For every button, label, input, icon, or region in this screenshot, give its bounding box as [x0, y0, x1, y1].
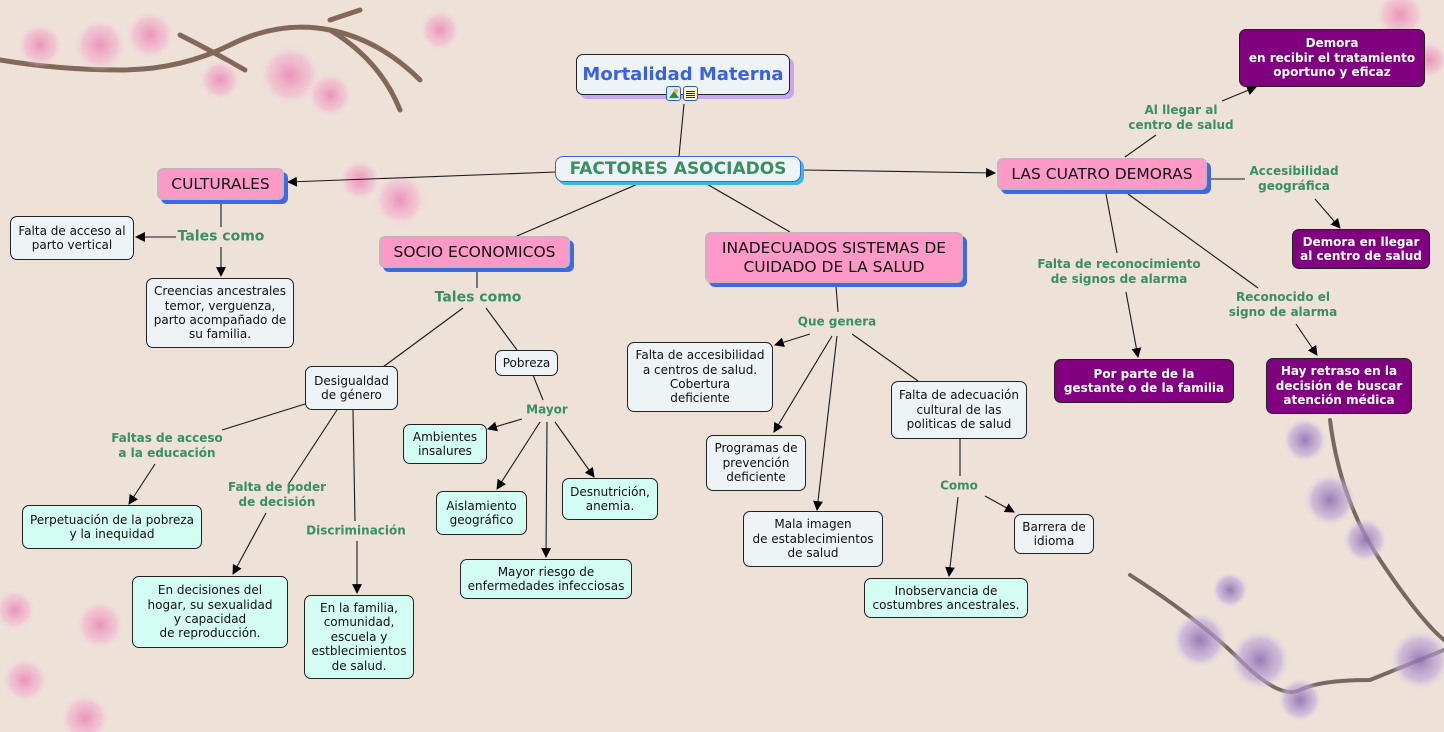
concept-demora-llegar[interactable]: Demora en llegar al centro de salud	[1292, 229, 1430, 269]
concept-programas-prevencion[interactable]: Programas de prevención deficiente	[706, 435, 806, 491]
concept-retraso-decision[interactable]: Hay retraso en la decisión de buscar ate…	[1266, 358, 1412, 414]
link-phrase-acceso-educacion: Faltas de acceso a la educación	[111, 431, 223, 460]
concept-ambientes-insalures[interactable]: Ambientes insalures	[403, 424, 487, 464]
category-inadecuados-sistemas[interactable]: INADECUADOS SISTEMAS DE CUIDADO DE LA SA…	[705, 232, 963, 283]
link-root-hub	[678, 103, 685, 157]
concept-barrera-idioma[interactable]: Barrera de idioma	[1014, 514, 1094, 554]
concept-decisiones-hogar[interactable]: En decisiones del hogar, su sexualidad y…	[132, 576, 288, 648]
concept-demora-tratamiento[interactable]: Demora en recibir el tratamiento oportun…	[1239, 29, 1425, 87]
resource-icons	[666, 86, 698, 101]
link-phrase-que-genera: Que genera	[797, 314, 877, 329]
category-culturales[interactable]: CULTURALES	[157, 168, 284, 200]
document-resource-icon[interactable]	[683, 86, 698, 101]
hub-concept[interactable]: FACTORES ASOCIADOS	[555, 156, 801, 182]
category-socio-economicos[interactable]: SOCIO ECONOMICOS	[379, 236, 570, 268]
concept-familia-comunidad[interactable]: En la familia, comunidad, escuela y estb…	[304, 595, 414, 679]
link-hub-sistemas	[704, 182, 791, 233]
concept-por-parte-gestante[interactable]: Por parte de la gestante o de la familia	[1054, 359, 1234, 403]
link-phrase-mayor: Mayor	[526, 402, 568, 417]
link-phrase-falta-reconocimiento: Falta de reconocimiento de signos de ala…	[1037, 257, 1201, 286]
concept-perpetuacion-pobreza[interactable]: Perpetuación de la pobreza y la inequida…	[22, 505, 202, 549]
concept-desigualdad-genero[interactable]: Desigualdad de género	[305, 366, 398, 410]
link-phrase-poder-decision: Falta de poder de decisión	[227, 480, 327, 509]
concept-creencias-ancestrales[interactable]: Creencias ancestrales temor, verguenza, …	[146, 278, 294, 348]
concept-falta-adecuacion-cultural[interactable]: Falta de adecuación cultural de las poli…	[891, 381, 1027, 439]
concept-pobreza[interactable]: Pobreza	[495, 350, 558, 376]
link-phrase-al-llegar: Al llegar al centro de salud	[1128, 103, 1234, 132]
link-phrase-tales-como-socio: Tales como	[434, 289, 522, 306]
link-phrase-tales-como-culturales: Tales como	[177, 228, 265, 245]
link-hub-culturales	[287, 171, 557, 187]
image-resource-icon[interactable]	[666, 86, 681, 101]
concept-mala-imagen[interactable]: Mala imagen de establecimientos de salud	[743, 511, 883, 567]
concept-desnutricion[interactable]: Desnutrición, anemia.	[562, 478, 658, 520]
link-phrase-como: Como	[940, 478, 978, 493]
category-cuatro-demoras[interactable]: LAS CUATRO DEMORAS	[997, 158, 1207, 190]
concept-inobservancia-costumbres[interactable]: Inobservancia de costumbres ancestrales.	[864, 578, 1028, 618]
link-phrase-accesibilidad-geografica: Accesibilidad geográfica	[1249, 164, 1339, 193]
concept-aislamiento-geografico[interactable]: Aislamiento geográfico	[436, 491, 527, 535]
link-phrase-discriminacion: Discriminación	[306, 523, 406, 538]
concept-parto-vertical[interactable]: Falta de acceso al parto vertical	[10, 216, 134, 260]
link-hub-socio	[516, 182, 641, 237]
concept-falta-accesibilidad[interactable]: Falta de accesibilidad a centros de salu…	[627, 342, 773, 412]
link-hub-demoras	[802, 167, 996, 178]
link-phrase-reconocido-signo: Reconocido el signo de alarma	[1228, 290, 1338, 319]
concept-mayor-riesgo[interactable]: Mayor riesgo de enfermedades infecciosas	[460, 559, 632, 599]
